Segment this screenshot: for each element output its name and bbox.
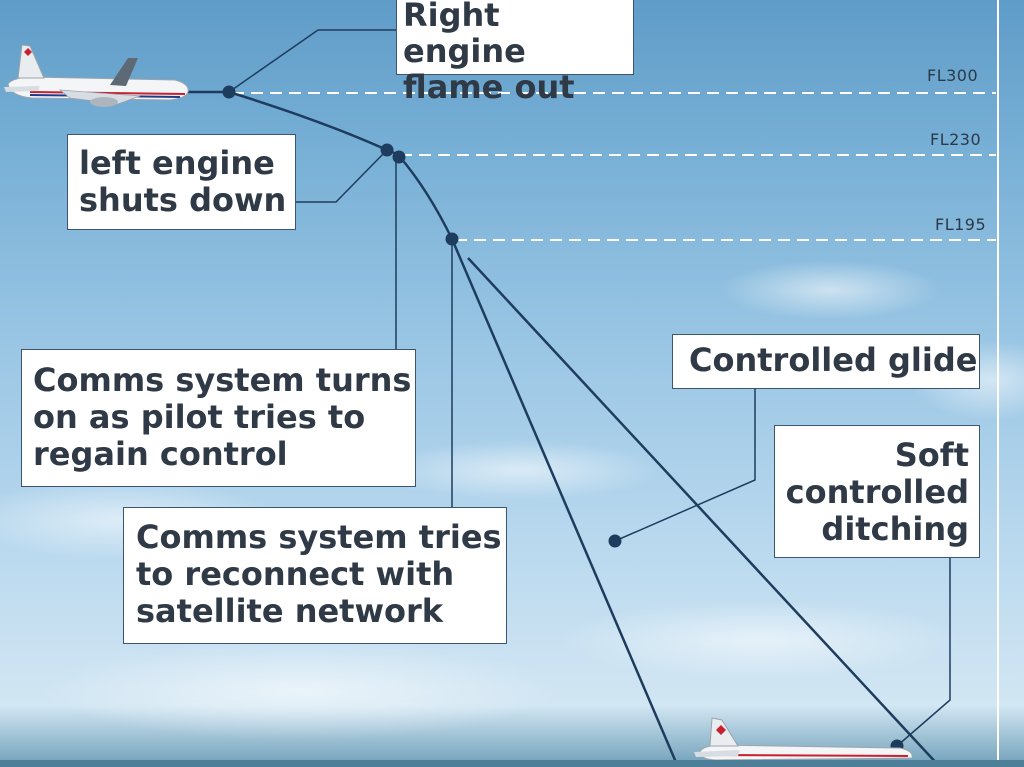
leader-left-engine bbox=[296, 149, 388, 203]
label-comms-system-turns-on: Comms system turns on as pilot tries to … bbox=[21, 349, 416, 487]
leader-controlled-glide bbox=[614, 388, 756, 542]
point-comms-reconnect bbox=[445, 232, 459, 246]
label-right-engine-flame-out: Right engine flame out bbox=[396, 0, 634, 105]
point-left-engine bbox=[380, 143, 394, 157]
airplane-icon bbox=[4, 44, 189, 107]
ditched-airplane-icon bbox=[694, 717, 913, 761]
fl195-label: FL195 bbox=[935, 215, 987, 234]
leader-soft-ditching bbox=[896, 556, 951, 747]
sea-surface bbox=[0, 760, 1024, 767]
label-comms-reconnect: Comms system tries to reconnect with sat… bbox=[123, 507, 507, 644]
steep-descent-line bbox=[450, 238, 680, 767]
label-soft-controlled-ditching: Soft controlled ditching bbox=[774, 425, 980, 558]
point-right-engine bbox=[222, 85, 236, 99]
point-controlled-glide bbox=[608, 534, 622, 548]
glide-path-line bbox=[467, 257, 941, 767]
label-controlled-glide: Controlled glide bbox=[672, 334, 980, 389]
fl300-label: FL300 bbox=[927, 66, 979, 85]
point-comms-on bbox=[392, 150, 406, 164]
label-left-engine-shuts-down: left engine shuts down bbox=[67, 134, 296, 230]
fl230-label: FL230 bbox=[930, 130, 982, 149]
leader-right-engine bbox=[228, 29, 398, 93]
